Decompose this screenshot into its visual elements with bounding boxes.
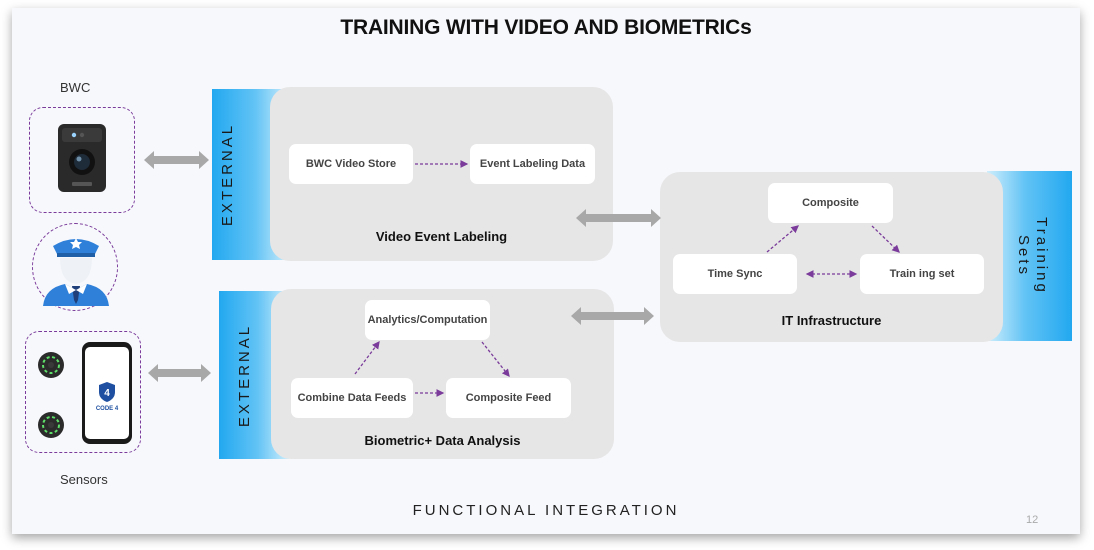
dashed-connector bbox=[766, 225, 799, 253]
sensors-label: Sensors bbox=[60, 472, 108, 487]
officer-icon bbox=[39, 228, 113, 306]
event-labeling-data-node: Event Labeling Data bbox=[470, 144, 595, 184]
gray-double-arrow bbox=[571, 307, 654, 325]
bwc-group bbox=[29, 107, 135, 213]
video-event-labeling-title: Video Event Labeling bbox=[375, 229, 508, 244]
training-set-node: Train ing set bbox=[860, 254, 984, 294]
composite-node: Composite bbox=[768, 183, 893, 223]
phone-app-icon: 4 CODE 4 bbox=[82, 342, 132, 444]
analytics-computation-node: Analytics/Computation bbox=[365, 300, 490, 340]
connectors bbox=[144, 151, 900, 397]
time-sync-node: Time Sync bbox=[673, 254, 797, 294]
body-camera-icon bbox=[56, 122, 108, 194]
biometric-data-analysis-title: Biometric+ Data Analysis bbox=[364, 433, 521, 448]
it-infrastructure-title: IT Infrastructure bbox=[781, 313, 882, 328]
shield-icon: 4 bbox=[98, 381, 116, 408]
gray-double-arrow bbox=[144, 151, 209, 169]
bwc-label: BWC bbox=[60, 80, 91, 95]
slide: TRAINING WITH VIDEO AND BIOMETRICs BWC bbox=[12, 8, 1080, 534]
dashed-connector bbox=[354, 340, 380, 375]
bwc-video-store-node: BWC Video Store bbox=[289, 144, 413, 184]
sensor-icon bbox=[36, 350, 66, 385]
gray-double-arrow bbox=[148, 364, 211, 382]
dashed-connector bbox=[481, 341, 510, 378]
dashed-connector bbox=[871, 225, 900, 253]
officer-group bbox=[32, 223, 118, 311]
sensor-icon bbox=[36, 410, 66, 445]
gray-double-arrow bbox=[576, 209, 661, 227]
svg-text:4: 4 bbox=[104, 388, 110, 399]
slide-title: TRAINING WITH VIDEO AND BIOMETRICs bbox=[340, 16, 752, 39]
sensors-group: 4 CODE 4 bbox=[25, 331, 141, 453]
footer-caption: FUNCTIONAL INTEGRATION bbox=[412, 502, 680, 519]
page-number: 12 bbox=[1026, 514, 1039, 526]
app-name: CODE 4 bbox=[95, 406, 119, 412]
composite-feed-node: Composite Feed bbox=[446, 378, 571, 418]
combine-data-feeds-node: Combine Data Feeds bbox=[291, 378, 413, 418]
